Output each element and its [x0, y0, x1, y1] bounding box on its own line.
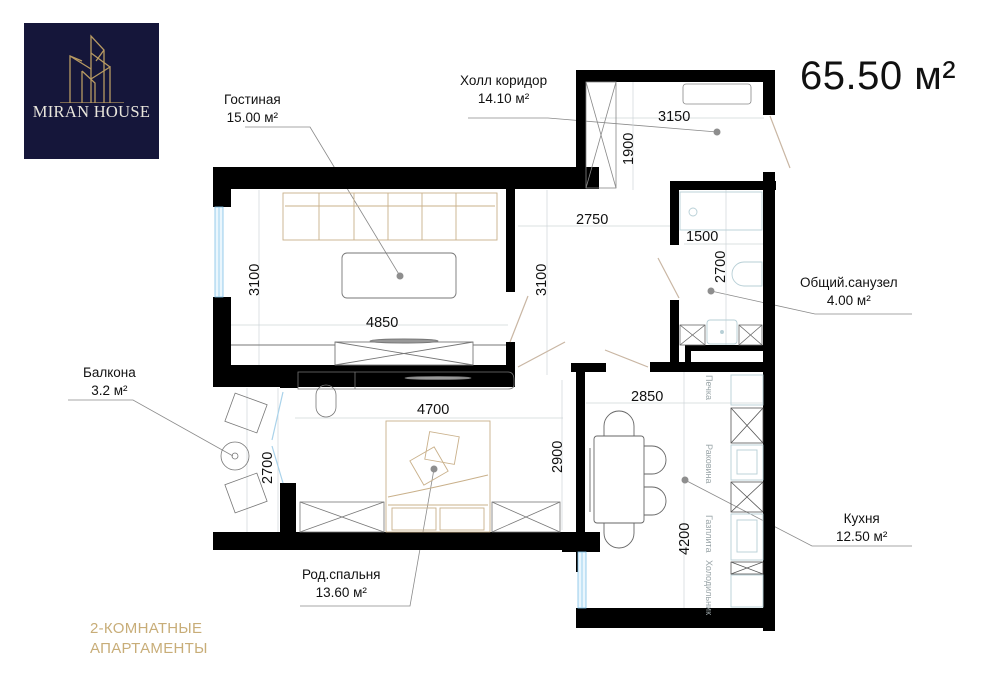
balcony-doors	[271, 391, 284, 484]
dim-hall-top-depth: 1900	[621, 133, 637, 165]
bed	[385, 420, 491, 533]
dim-hall-depth: 3100	[534, 264, 550, 296]
walls	[213, 70, 776, 631]
dining-set	[589, 410, 667, 549]
kitchen-cabinets	[730, 407, 764, 575]
room-name: Гостиная	[224, 92, 281, 107]
dim-bedroom-width: 4700	[417, 402, 449, 418]
room-name: Балкона	[83, 365, 136, 380]
brand-name: MIRAN HOUSE	[32, 102, 151, 121]
room-name: Кухня	[843, 511, 880, 526]
apartment-type-line1: 2-КОМНАТНЫЕ	[90, 620, 203, 637]
dim-kitchen-width: 2850	[631, 389, 663, 405]
room-label-bathroom: Общий.санузел 4.00 м²	[800, 274, 898, 310]
room-area: 13.60 м²	[315, 585, 367, 600]
dim-bath-depth: 2700	[713, 251, 729, 283]
bedroom-furniture	[297, 371, 561, 533]
room-name: Общий.санузел	[800, 275, 898, 290]
kitchen-counter	[730, 374, 764, 608]
dim-living-depth: 3100	[247, 264, 263, 296]
total-area: 65.50 м²	[800, 54, 957, 98]
doors	[509, 115, 791, 368]
dimension-labels: 4850 3100 3100 2750 3150 1900 1500 2700 …	[247, 109, 729, 555]
room-label-hall: Холл коридор 14.10 м²	[460, 72, 547, 108]
dim-hall-width: 2750	[576, 212, 608, 228]
room-area: 12.50 м²	[836, 529, 888, 544]
room-area: 4.00 м²	[826, 293, 871, 308]
apartment-type: 2-КОМНАТНЫЕ АПАРТАМЕНТЫ	[90, 619, 208, 659]
building-logo-icon	[60, 34, 124, 103]
room-label-living: Гостиная 15.00 м²	[224, 91, 281, 127]
label-pechka: Печка	[704, 375, 714, 400]
room-area: 14.10 м²	[477, 91, 530, 106]
dim-living-width: 4850	[366, 315, 398, 331]
room-area: 15.00 м²	[226, 110, 278, 125]
bathroom-cabinets	[679, 324, 763, 346]
dim-hall-top-width: 3150	[658, 109, 690, 125]
room-area: 3.2 м²	[91, 383, 128, 398]
windows	[214, 206, 587, 609]
label-holodilnik: Холодильник	[704, 560, 714, 615]
apartment-type-line2: АПАРТАМЕНТЫ	[90, 640, 208, 657]
hall-fixtures	[585, 81, 752, 189]
dimension-lines	[231, 82, 767, 612]
room-label-bedroom: Род.спальня 13.60 м²	[302, 566, 381, 602]
room-markers	[396, 128, 721, 484]
balcony-furniture	[220, 392, 268, 514]
dim-kitchen-depth: 4200	[677, 523, 693, 555]
leader-lines	[68, 117, 912, 607]
sofa	[282, 192, 498, 241]
room-label-kitchen: Кухня 12.50 м²	[836, 510, 887, 546]
room-name: Род.спальня	[302, 567, 381, 582]
kitchen-fixture-labels: Печка Раковина Газплита Холодильник	[704, 375, 714, 615]
room-label-balcony: Балкона 3.2 м²	[83, 364, 136, 400]
living-furniture	[231, 252, 506, 366]
dim-balcony-depth: 2700	[260, 452, 276, 484]
brand-logo: MIRAN HOUSE	[24, 23, 159, 159]
dim-bedroom-depth: 2900	[550, 441, 566, 473]
label-gazplita: Газплита	[704, 515, 714, 553]
dim-bath-width: 1500	[686, 229, 718, 245]
room-name: Холл коридор	[460, 73, 548, 88]
label-rakovina: Раковина	[704, 444, 714, 484]
bathroom-fixtures	[679, 191, 763, 345]
